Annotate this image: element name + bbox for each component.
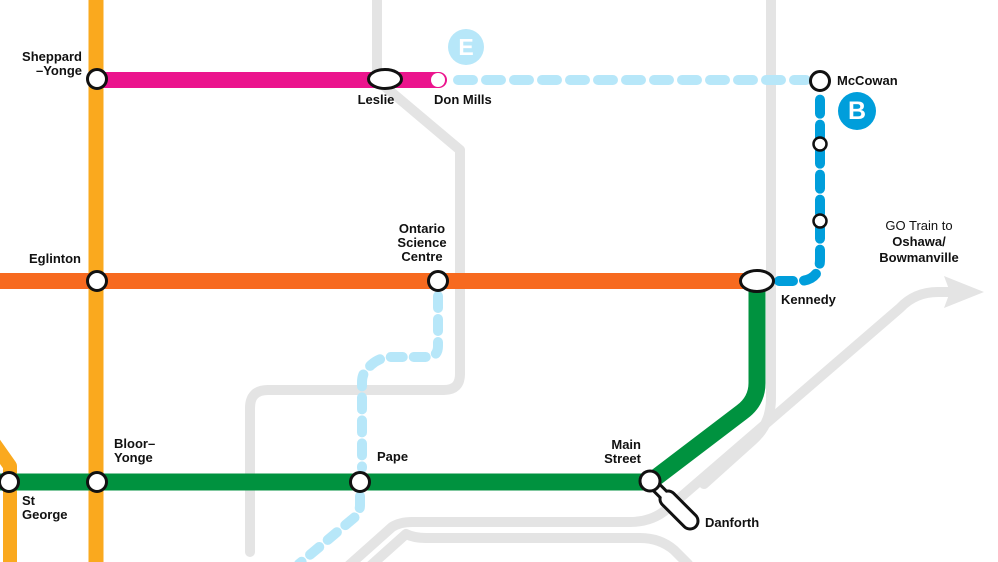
station-ontario-science-centre[interactable] [427,270,449,292]
line-b-badge: B [838,92,876,130]
station-line-b-stop-2[interactable] [812,213,828,229]
label-main-street-line1: Main [611,437,641,452]
line1-university [0,439,17,562]
label-sheppard-yonge-line1: Sheppard [22,49,82,64]
station-mccowan[interactable] [809,70,831,92]
label-go-train-line3: Bowmanville [879,250,959,265]
station-eglinton[interactable] [86,270,108,292]
label-sheppard-yonge-line2: –Yonge [36,63,82,78]
line-e-osc-south-dashed [357,291,443,473]
go-line-stouffville [699,0,776,489]
label-pape: Pape [377,449,409,464]
station-st-george[interactable] [0,471,20,493]
station-main-street[interactable] [638,469,662,493]
label-osc-line2: Science [397,235,447,250]
label-mccowan: McCowan [837,73,898,88]
label-main-street: Main Street [604,438,641,466]
line-e-badge: E [448,29,484,65]
label-go-train-line1: GO Train to [885,218,953,233]
go-line-second-track [367,529,693,562]
station-pape[interactable] [349,471,371,493]
station-sheppard-yonge[interactable] [86,68,108,90]
go-arrow-icon [944,276,984,308]
label-st-george: St George [22,494,68,522]
label-don-mills: Don Mills [434,92,492,107]
label-main-street-line2: Street [604,451,641,466]
label-danforth: Danforth [705,515,760,530]
station-line-b-stop-1[interactable] [812,136,828,152]
label-sheppard-yonge: Sheppard –Yonge [22,50,82,78]
station-don-mills[interactable] [431,73,445,87]
label-leslie: Leslie [357,92,395,107]
go-line-lakeshore-east [345,287,955,562]
label-go-train: GO Train to Oshawa/ Bowmanville [849,218,989,266]
label-kennedy: Kennedy [781,292,836,307]
go-line-north [245,0,465,557]
label-ontario-science-centre: Ontario Science Centre [372,222,472,264]
label-osc-line3: Centre [401,249,443,264]
label-bloor-yonge: Bloor– Yonge [114,437,155,465]
station-leslie[interactable] [367,68,403,90]
station-kennedy[interactable] [739,269,775,293]
label-st-george-line2: George [22,507,68,522]
station-bloor-yonge[interactable] [86,471,108,493]
line2-bloor-danforth [0,288,766,491]
label-eglinton: Eglinton [29,251,81,266]
label-osc-line1: Ontario [398,221,446,236]
label-bloor-yonge-line2: Yonge [114,450,153,465]
label-st-george-line1: St [22,493,35,508]
line-b-dashed [774,91,825,286]
label-bloor-yonge-line1: Bloor– [114,436,156,451]
line-e-pape-south-dashed [294,491,365,562]
label-go-train-line2: Oshawa/ [892,234,946,249]
